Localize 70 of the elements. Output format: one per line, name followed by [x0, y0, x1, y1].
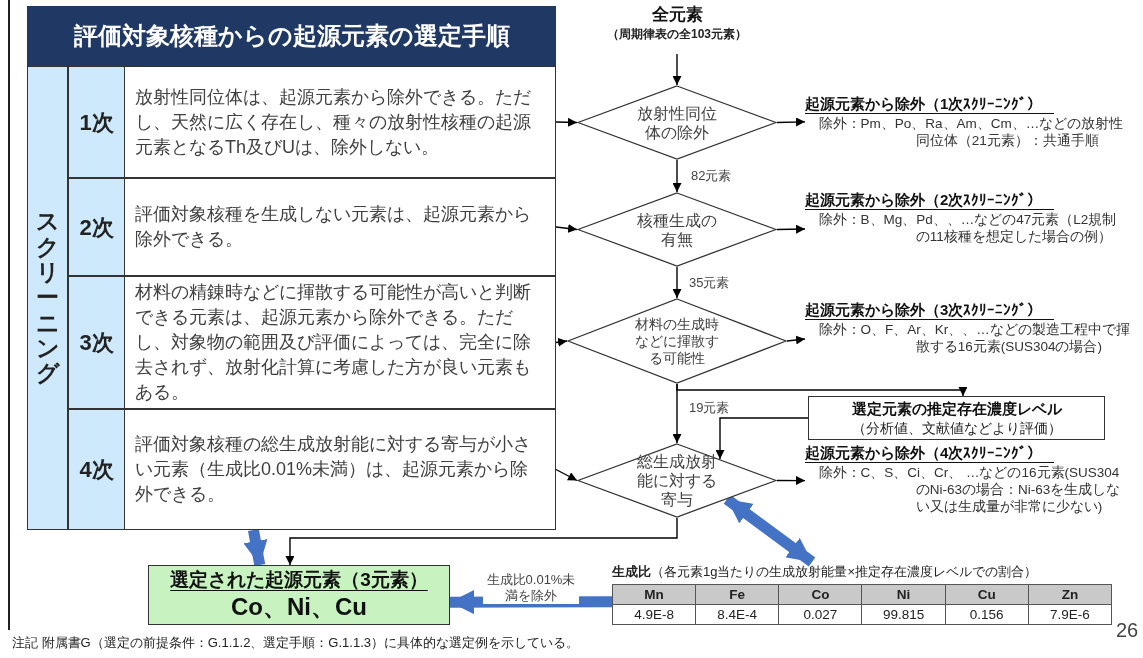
ratio-table-heading: 生成比（各元素1g当たりの生成放射能量×推定存在濃度レベルでの割合）: [612, 563, 1039, 581]
diagram-title: 評価対象核種からの起源元素の選定手順: [73, 21, 510, 51]
table-cell: 7.9E-6: [1028, 605, 1112, 625]
table-cell: 0.156: [945, 605, 1029, 625]
step-number-cell: 1次: [69, 67, 125, 177]
block-arrow: [450, 590, 612, 615]
arrow: [672, 53, 682, 86]
step-description: 評価対象核種の総生成放射能に対する寄与が小さい元素（生成比0.01%未満）は、起源元素から除外できる。: [134, 433, 532, 506]
table-header-cell: Zn: [1028, 585, 1112, 605]
step-row: [68, 66, 556, 178]
step-number-cell: 4次: [69, 410, 125, 529]
arrow: [786, 335, 806, 345]
info-note: （分析値、文献値などより評価）: [851, 419, 1062, 437]
exclusion-description: 除外：Pm、Po、Ra、Am、Cm、…などの放射性同位体（21元素）：共通手順: [817, 115, 1125, 149]
exclusion-heading: 起源元素から除外（2次ｽｸﾘｰﾆﾝｸﾞ）: [805, 190, 1055, 210]
screening-band: [27, 66, 68, 530]
table-cell: 0.027: [779, 605, 863, 625]
exclusion-description: 除外：B、Mg、Pd、、…などの47元素（L2規制の11核種を想定した場合の例）: [817, 211, 1118, 245]
arrow: [776, 476, 806, 486]
edge-label: 19元素: [689, 399, 730, 416]
arrow: [672, 266, 682, 299]
arrow: [555, 117, 578, 127]
result-elements: Co、Ni、Cu: [231, 592, 367, 622]
exclusion-heading: 起源元素から除外（3次ｽｸﾘｰﾆﾝｸﾞ）: [805, 300, 1055, 320]
arrow: [285, 517, 678, 566]
step-row: [68, 276, 556, 409]
step-description: 放射性同位体は、起源元素から除外できる。ただし、天然に広く存在し、種々の放射性核種の起源元素となるTh及びUは、除外しない。: [134, 85, 532, 159]
result-box: [148, 565, 450, 625]
start-note: （周期律表の全103元素）: [607, 26, 747, 42]
table-cell: 99.815: [862, 605, 946, 625]
table-cell: 8.4E-4: [696, 605, 780, 625]
step-description: 評価対象核種を生成しない元素は、起源元素から除外できる。: [134, 203, 532, 251]
arrow: [555, 337, 568, 347]
arrow: [672, 159, 682, 193]
arrow: [676, 383, 968, 397]
start-label: 全元素: [651, 4, 703, 26]
arrow: [555, 223, 578, 233]
table-header-cell: Ni: [862, 585, 946, 605]
table-header-cell: Fe: [696, 585, 780, 605]
info-box: [808, 396, 1105, 440]
block-arrow: [243, 529, 268, 566]
decision-text: 総生成放射能に対する寄与: [636, 452, 718, 509]
step-row: [68, 178, 556, 276]
exclusion-heading: 起源元素から除外（1次ｽｸﾘｰﾆﾝｸﾞ）: [805, 94, 1055, 114]
page-number: 26: [1116, 618, 1139, 642]
arrow: [776, 117, 806, 127]
step-row: [68, 409, 556, 530]
table-cell: 4.9E-8: [613, 605, 697, 625]
info-title: 選定元素の推定存在濃度レベル: [851, 399, 1062, 419]
table-header-cell: Cu: [945, 585, 1029, 605]
arrow: [715, 417, 809, 460]
footnote: 注記 附属書G（選定の前提条件：G.1.1.2、選定手順：G.1.1.3）に具体的な選定例を示している。: [12, 634, 579, 652]
exclusion-heading: 起源元素から除外（4次ｽｸﾘｰﾆﾝｸﾞ）: [805, 443, 1055, 463]
edge-label: 生成比0.01%未満を除外: [483, 571, 579, 604]
decision-text: 材料の生成時などに揮散する可能性: [634, 315, 720, 367]
vertical-label: スクリーニング: [36, 209, 59, 387]
arrow: [776, 224, 806, 234]
step-number-cell: 2次: [69, 179, 125, 275]
exclusion-description: 除外：C、S、Ci、Cr、 …などの16元素(SUS304のNi-63の場合：Ni-63を生成しない又は生成量が非常に少ない): [817, 464, 1122, 515]
step-number-cell: 3次: [69, 277, 125, 408]
table-header-cell: Mn: [613, 585, 697, 605]
edge-label: 82元素: [691, 168, 732, 184]
result-title: 選定された起源元素（3元素）: [170, 568, 428, 592]
decision-text: 放射性同位体の除外: [636, 103, 718, 142]
arrow: [555, 468, 578, 482]
decision-text: 核種生成の有無: [636, 210, 718, 249]
step-description: 材料の精錬時などに揮散する可能性が高いと判断できる元素は、起源元素から除外できる。ただし、対象物の範囲及び評価によっては、完全に除去されず、放射化計算に考慮した方が良い元素もある。: [134, 281, 532, 404]
exclusion-description: 除外：O、F、Ar、Kr、、…などの製造工程中で揮散する16元素(SUS304の場合): [817, 321, 1130, 355]
table-header-cell: Co: [779, 585, 863, 605]
edge-label: 35元素: [689, 274, 730, 291]
